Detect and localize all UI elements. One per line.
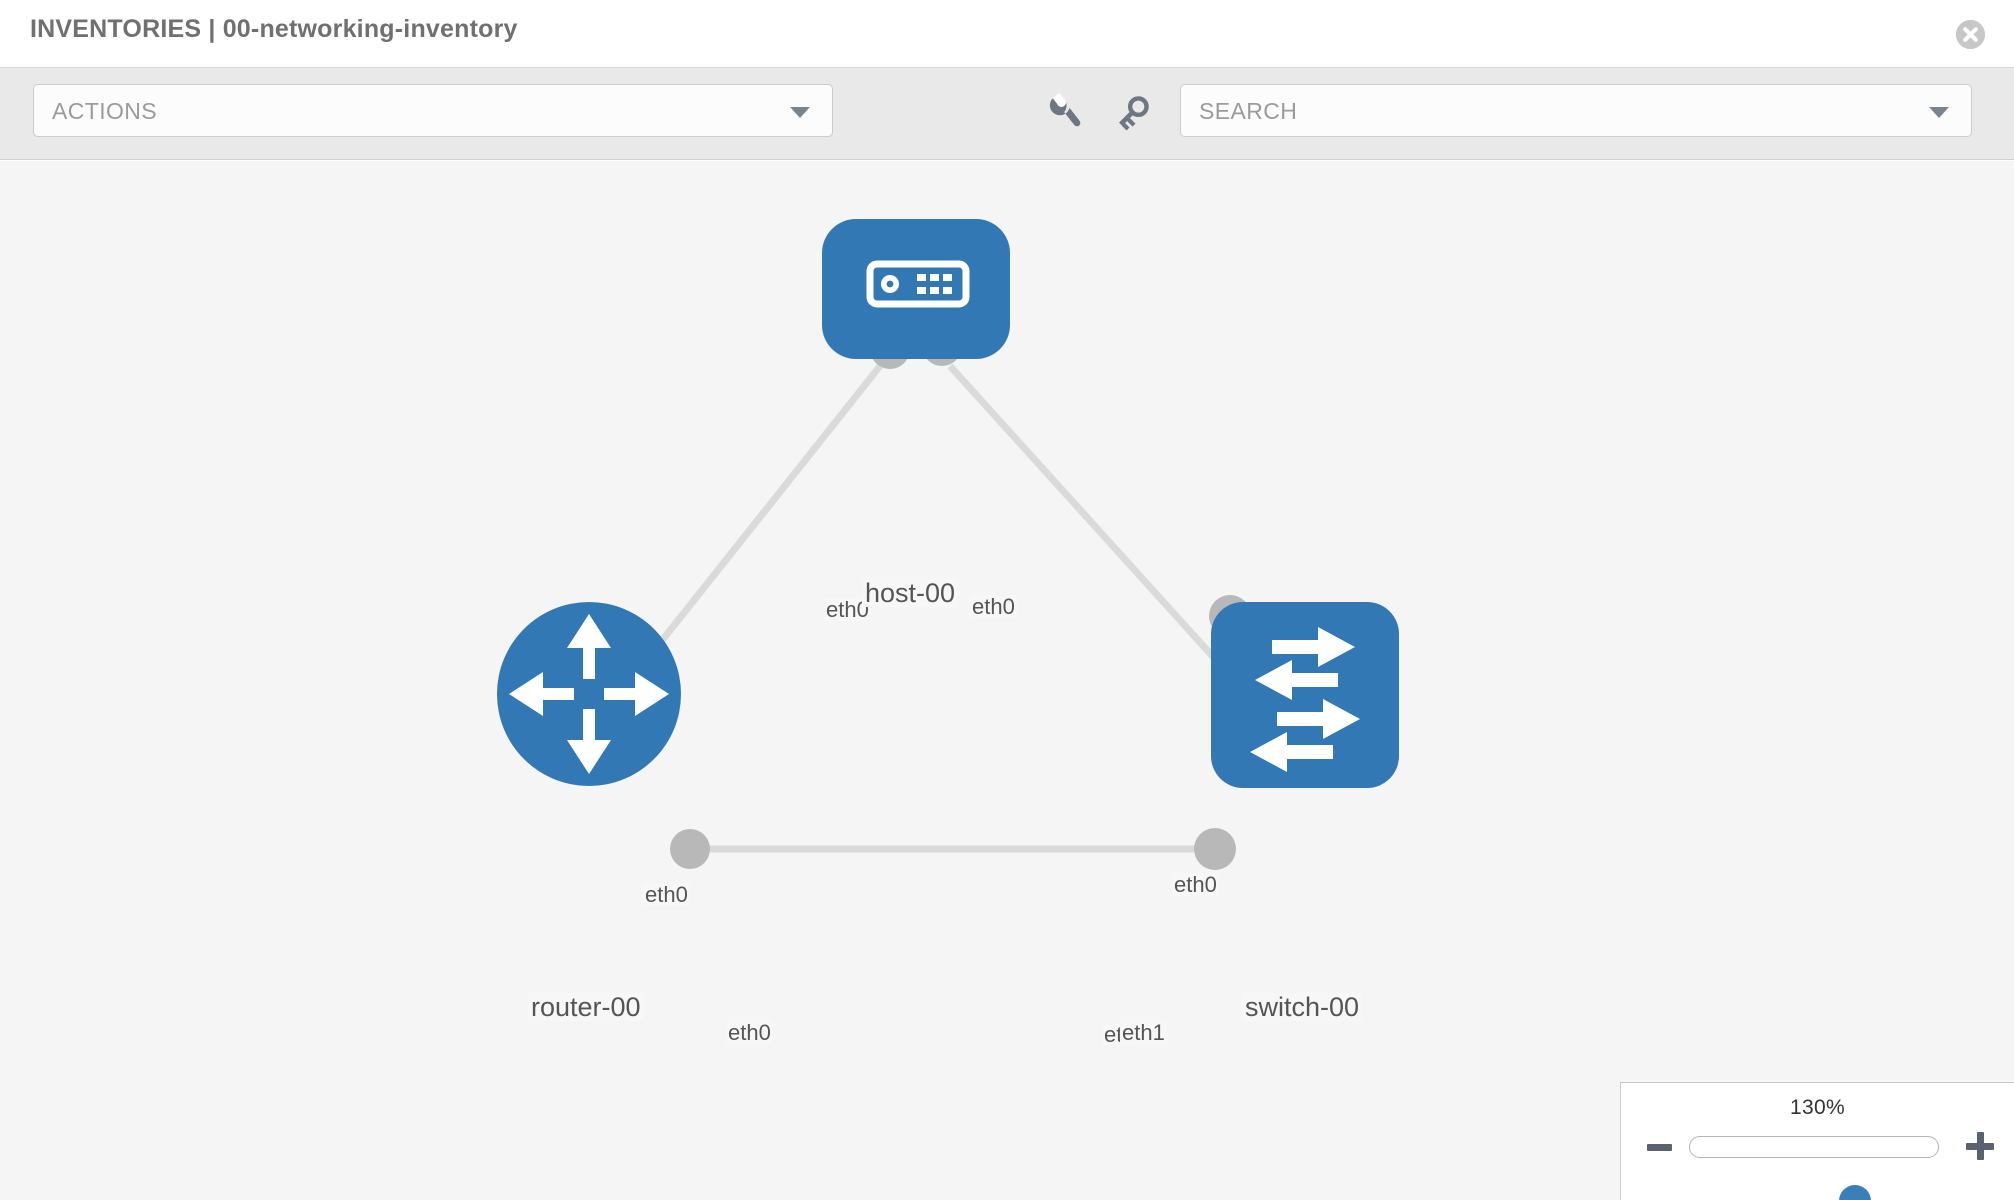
search-placeholder: SEARCH [1199,98,1298,124]
close-icon[interactable] [1956,20,1985,49]
edge-label-switch-up: eth0 [1172,872,1219,897]
page-header: INVENTORIES | 00-networking-inventory [0,0,2014,68]
topology-canvas[interactable]: eth0 eth0 eth0 eth0 eth0 eth eth1 host-0… [0,161,2014,1200]
node-switch-00 [1211,602,1399,788]
edge-label-host-left: eth0 [824,597,871,622]
edge-label-router-up: eth0 [643,882,690,907]
actions-dropdown[interactable]: ACTIONS [33,84,833,137]
wrench-icon[interactable] [1042,92,1086,134]
node-host-00 [822,219,1010,359]
edge-label-switch-left-b: eth1 [1120,1020,1167,1045]
edge-host-switch [947,363,1238,684]
zoom-in-button[interactable] [1966,1132,1994,1160]
zoom-control-panel: 130% [1620,1082,2014,1200]
node-router-00 [497,602,681,786]
nub-router-right [670,829,710,869]
edge-label-router-right: eth0 [726,1020,773,1045]
actions-dropdown-label: ACTIONS [52,98,158,124]
edge-label-host-right: eth0 [970,594,1017,619]
zoom-level-label: 130% [1790,1096,1845,1119]
page-title: INVENTORIES | 00-networking-inventory [30,15,518,43]
key-icon[interactable] [1110,92,1154,134]
zoom-out-button[interactable] [1647,1144,1672,1151]
search-input[interactable]: SEARCH [1180,84,1972,137]
node-label-router-00: router-00 [528,993,644,1021]
node-label-host-00: host-00 [862,579,959,607]
zoom-slider-track[interactable] [1689,1136,1939,1200]
chevron-down-icon [790,107,810,118]
search-chevron-down-icon[interactable] [1929,107,1949,118]
nub-switch-left [1194,828,1236,870]
node-label-switch-00: switch-00 [1242,993,1363,1021]
zoom-slider-thumb[interactable] [1839,1185,1871,1200]
topology-graph [497,219,1399,870]
